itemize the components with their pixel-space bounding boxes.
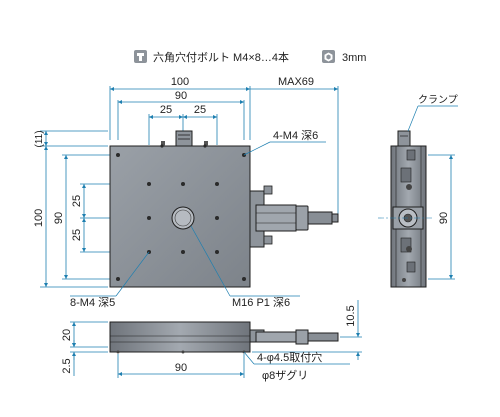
hex-socket-icon (322, 50, 335, 63)
dim-25-right: 25 (194, 104, 206, 116)
callout-counterbore: φ8ザグリ (262, 368, 308, 382)
hex-legend-label: 3mm (342, 52, 366, 64)
front-dim-20: 20 (61, 329, 73, 341)
m4-hole (215, 216, 219, 220)
micrometer-head (249, 185, 339, 248)
m4-hole (215, 250, 219, 254)
side-view: クランプ 90 (378, 94, 458, 288)
dim-90-side: 90 (53, 212, 65, 224)
front-view: 20 2.5 10.5 90 4-φ4.5取付穴 φ8ザグリ (61, 300, 362, 382)
corner-hole (116, 277, 120, 281)
clamp-knob (175, 130, 193, 147)
callout-8m4: 8-M4 深5 (70, 296, 115, 309)
top-view: 100 MAX69 90 25 25 (11) 100 90 25 25 (33, 76, 339, 309)
m4-hole (147, 182, 151, 186)
callout-mount-holes: 4-φ4.5取付穴 (257, 350, 322, 364)
dim-11: (11) (34, 130, 45, 147)
front-body (109, 321, 251, 353)
callout-4m4: 4-M4 深6 (273, 129, 318, 142)
m4-hole (181, 182, 185, 186)
m4-hole (147, 216, 151, 220)
corner-hole (116, 153, 120, 157)
front-dim-90: 90 (175, 362, 187, 374)
dim-25-lower: 25 (71, 229, 83, 241)
side-dim-90: 90 (438, 212, 450, 224)
dim-100-side: 100 (33, 209, 45, 227)
dim-100-top: 100 (171, 76, 189, 88)
dim-25-upper: 25 (71, 195, 83, 207)
bolt-legend-label: 六角穴付ボルト M4×8…4本 (153, 50, 289, 64)
m4-hole (215, 182, 219, 186)
dim-25-left: 25 (160, 104, 172, 116)
bolt-icon (134, 50, 147, 63)
m4-hole (181, 250, 185, 254)
clamp-label: クランプ (418, 94, 458, 106)
callout-m16: M16 P1 深6 (232, 296, 290, 309)
legend: 六角穴付ボルト M4×8…4本 3mm (134, 50, 366, 64)
corner-hole (242, 277, 246, 281)
side-clamp (397, 130, 411, 147)
dim-max69: MAX69 (278, 76, 314, 88)
front-dim-2-5: 2.5 (61, 358, 73, 373)
front-dim-10-5: 10.5 (345, 305, 357, 326)
dim-90-top: 90 (175, 90, 187, 102)
m16-center-hole (171, 206, 195, 230)
